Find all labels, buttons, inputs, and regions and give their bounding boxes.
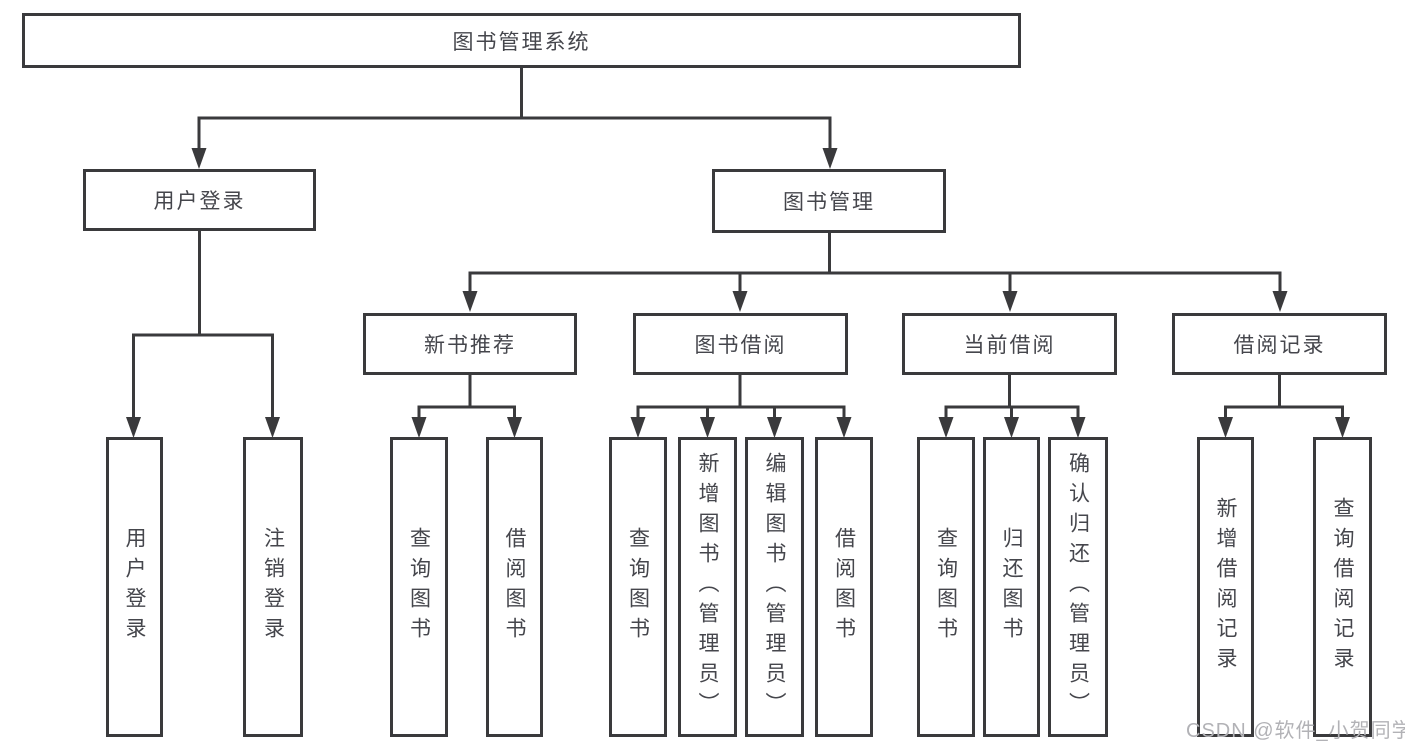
leaf-edit-book-admin: 编辑图书（管理员）: [745, 437, 804, 737]
leaf-borrow-books-recommend: 借阅图书: [486, 437, 543, 737]
node-new-book-recommend: 新书推荐: [363, 313, 577, 375]
leaf-return-book: 归还图书: [983, 437, 1040, 737]
leaf-query-books-borrow: 查询图书: [609, 437, 667, 737]
node-borrow-records: 借阅记录: [1172, 313, 1387, 375]
leaf-add-borrow-record: 新增借阅记录: [1197, 437, 1254, 737]
leaf-query-books-recommend: 查询图书: [390, 437, 448, 737]
leaf-borrow-books: 借阅图书: [815, 437, 873, 737]
leaf-query-books-current: 查询图书: [917, 437, 975, 737]
leaf-confirm-return-admin: 确认归还（管理员）: [1048, 437, 1108, 737]
leaf-add-book-admin: 新增图书（管理员）: [678, 437, 737, 737]
csdn-watermark: CSDN @软件_小贺同学: [1186, 720, 1405, 742]
leaf-query-borrow-record: 查询借阅记录: [1313, 437, 1372, 737]
leaf-user-login: 用户登录: [106, 437, 163, 737]
node-user-login-branch: 用户登录: [83, 169, 316, 231]
node-book-borrow: 图书借阅: [633, 313, 848, 375]
node-book-management: 图书管理: [712, 169, 946, 233]
node-library-system: 图书管理系统: [22, 13, 1021, 68]
node-current-borrow: 当前借阅: [902, 313, 1117, 375]
leaf-logout: 注销登录: [243, 437, 303, 737]
